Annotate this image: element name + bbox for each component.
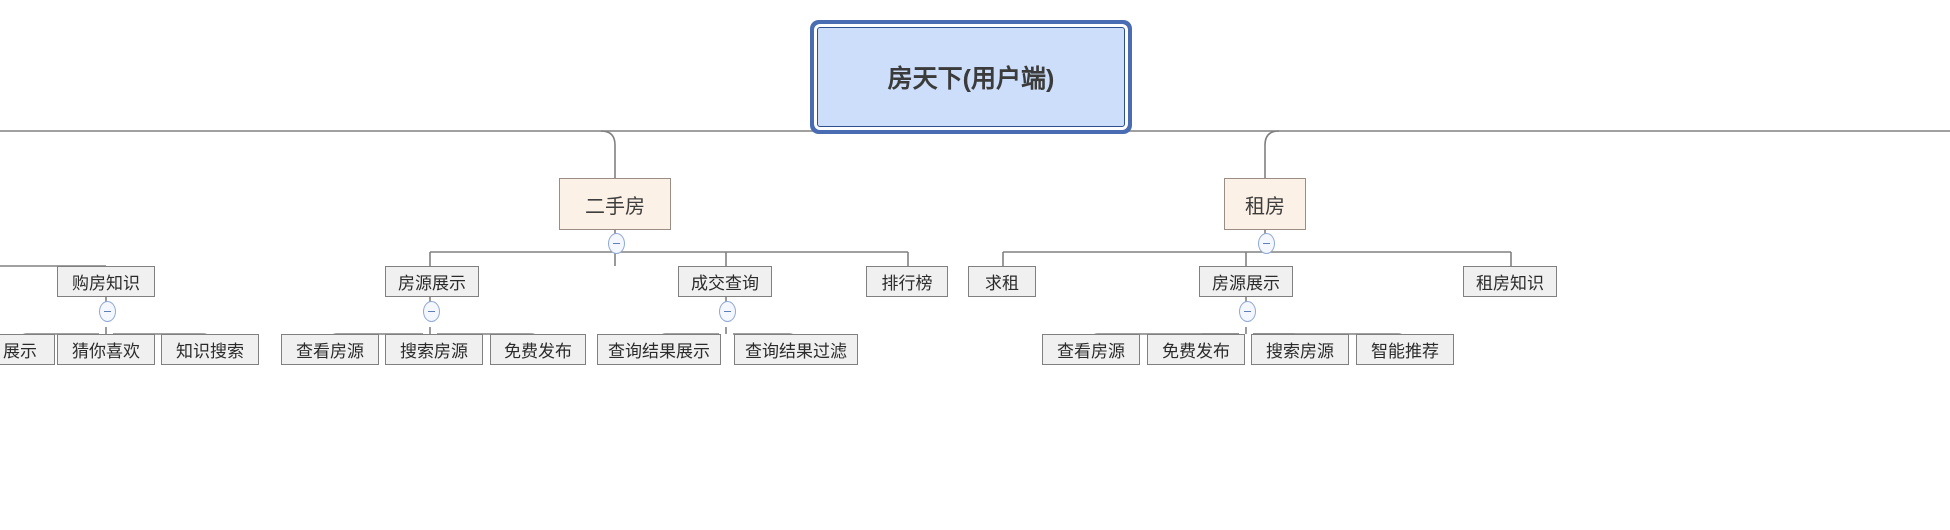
leaf-node-chaxunjieguoguolv[interactable]: 查询结果过滤	[734, 334, 858, 365]
leaf-node-chakanfangyuan-ershoufang[interactable]: 查看房源	[281, 334, 379, 365]
branch-node-fangyuanzhanshi-ershoufang[interactable]: 房源展示	[385, 266, 479, 297]
minus-icon	[428, 311, 435, 312]
branch-node-qiuzu[interactable]: 求租	[968, 266, 1036, 297]
leaf-node-label: 免费发布	[504, 342, 572, 361]
branch-node-fangyuanzhanshi-zufang[interactable]: 房源展示	[1199, 266, 1293, 297]
minus-icon	[104, 311, 111, 312]
minus-icon	[1244, 311, 1251, 312]
minus-icon	[613, 243, 620, 244]
collapse-toggle-ershoufang[interactable]	[608, 233, 625, 254]
leaf-node-label: 查询结果过滤	[745, 342, 847, 361]
branch-node-goufangzhishi[interactable]: 购房知识	[57, 266, 155, 297]
minus-icon	[1263, 243, 1270, 244]
root-node-fangtianxia[interactable]: 房天下(用户端)	[817, 27, 1125, 127]
leaf-node-label: 搜索房源	[1266, 342, 1334, 361]
collapse-toggle-fangyuanzhanshi-ershoufang[interactable]	[423, 301, 440, 322]
leaf-node-zhinengtuijian[interactable]: 智能推荐	[1356, 334, 1454, 365]
branch-node-label: 购房知识	[72, 274, 140, 293]
leaf-node-label: 知识搜索	[176, 342, 244, 361]
leaf-node-zhanshi[interactable]: 展示	[0, 334, 55, 365]
leaf-node-chaxunjieguozhanshi[interactable]: 查询结果展示	[597, 334, 721, 365]
leaf-node-label: 搜索房源	[400, 342, 468, 361]
leaf-node-label: 免费发布	[1162, 342, 1230, 361]
leaf-node-chakanfangyuan-zufang[interactable]: 查看房源	[1042, 334, 1140, 365]
branch-node-label: 租房知识	[1476, 274, 1544, 293]
branch-node-label: 房源展示	[1212, 274, 1280, 293]
branch-node-zufangzhishi[interactable]: 租房知识	[1463, 266, 1557, 297]
leaf-node-label: 猜你喜欢	[72, 342, 140, 361]
collapse-toggle-zufang[interactable]	[1258, 233, 1275, 254]
collapse-toggle-goufangzhishi[interactable]	[99, 301, 116, 322]
leaf-node-cainixihuan[interactable]: 猜你喜欢	[57, 334, 155, 365]
category-node-label: 租房	[1245, 195, 1285, 218]
branch-node-paihangbang[interactable]: 排行榜	[866, 266, 948, 297]
branch-node-label: 房源展示	[398, 274, 466, 293]
category-node-ershoufang[interactable]: 二手房	[559, 178, 671, 230]
leaf-node-zhishisousuo[interactable]: 知识搜索	[161, 334, 259, 365]
leaf-node-label: 智能推荐	[1371, 342, 1439, 361]
branch-node-label: 排行榜	[881, 274, 933, 293]
leaf-node-label: 查看房源	[296, 342, 364, 361]
collapse-toggle-fangyuanzhanshi-zufang[interactable]	[1239, 301, 1256, 322]
branch-node-chengjiaochaxun[interactable]: 成交查询	[678, 266, 772, 297]
leaf-node-label: 展示	[3, 342, 37, 361]
category-node-zufang[interactable]: 租房	[1224, 178, 1306, 230]
leaf-node-mianfeifabu-zufang[interactable]: 免费发布	[1147, 334, 1245, 365]
category-node-label: 二手房	[585, 195, 645, 218]
leaf-node-mianfeifabu-ershoufang[interactable]: 免费发布	[490, 334, 586, 365]
branch-node-label: 求租	[985, 274, 1019, 293]
leaf-node-label: 查询结果展示	[608, 342, 710, 361]
branch-node-label: 成交查询	[691, 274, 759, 293]
leaf-node-sousuofangyuan-zufang[interactable]: 搜索房源	[1251, 334, 1349, 365]
root-node-label: 房天下(用户端)	[887, 65, 1055, 93]
leaf-node-sousuofangyuan-ershoufang[interactable]: 搜索房源	[385, 334, 483, 365]
leaf-node-label: 查看房源	[1057, 342, 1125, 361]
collapse-toggle-chengjiaochaxun[interactable]	[719, 301, 736, 322]
minus-icon	[724, 311, 731, 312]
